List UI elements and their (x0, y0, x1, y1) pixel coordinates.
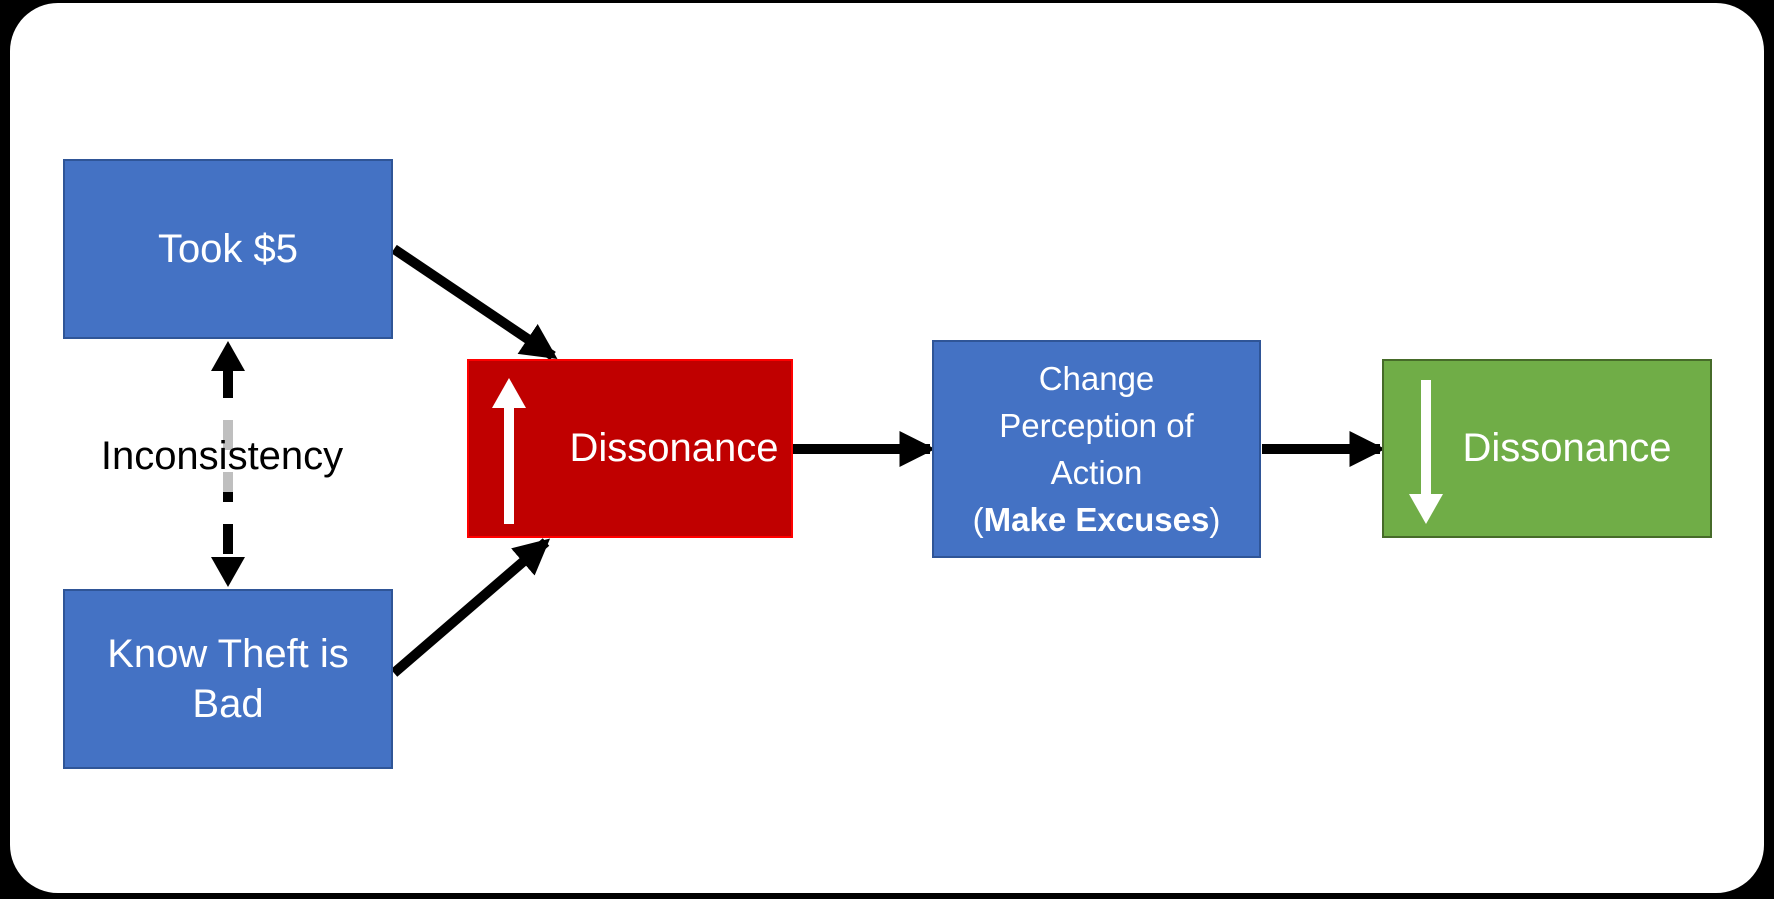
node-know-theft-is-bad: Know Theft is Bad (63, 589, 393, 769)
node-know-theft-label: Know Theft is Bad (107, 632, 349, 726)
connector-took5-to-dissonance (391, 244, 558, 361)
make-excuses-bold-text: Make Excuses (983, 501, 1210, 538)
arrow-up-icon (492, 378, 526, 524)
connector-inconsistency-dashed (211, 341, 245, 587)
node-dissonance-decrease: Dissonance (1382, 359, 1712, 538)
connector-knowtheft-to-dissonance (390, 538, 551, 677)
node-took-5: Took $5 (63, 159, 393, 339)
node-dissonance-increase-label: Dissonance (569, 426, 779, 470)
node-change-perception-label: Change Perception of Action (Make Excuse… (972, 360, 1221, 538)
node-took-5-label: Took $5 (157, 226, 299, 271)
arrow-down-icon (1409, 380, 1443, 524)
node-dissonance-increase: Dissonance (467, 359, 793, 538)
node-change-perception: Change Perception of Action (Make Excuse… (932, 340, 1261, 558)
inconsistency-label: Inconsistency (86, 420, 358, 492)
node-dissonance-decrease-label: Dissonance (1462, 426, 1672, 470)
